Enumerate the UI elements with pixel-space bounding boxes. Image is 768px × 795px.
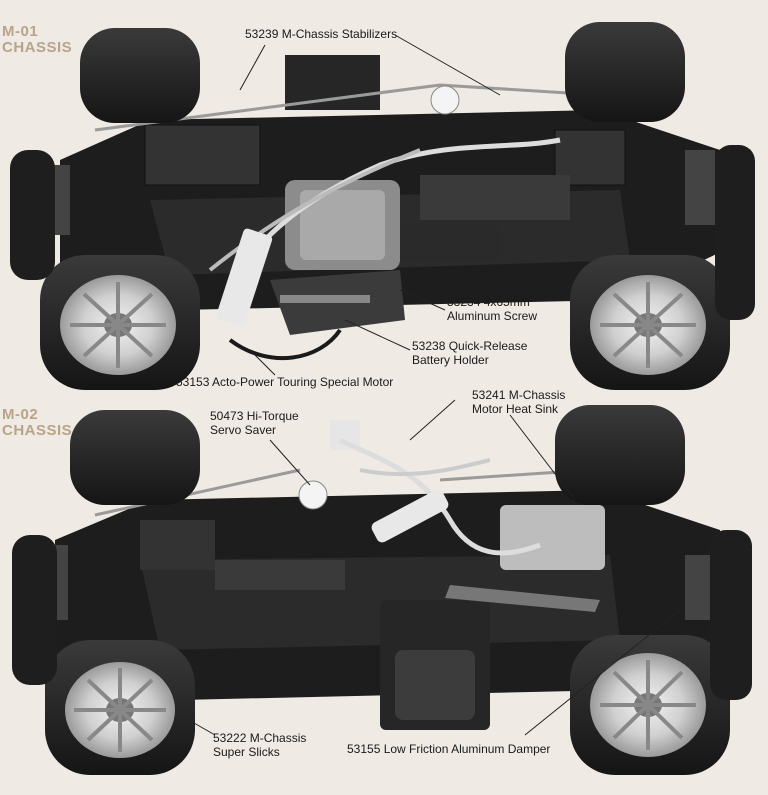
callout-battery-line1: 53238 Quick-Release (412, 339, 528, 353)
m02-rear-left-tire (555, 405, 685, 505)
m02-front-left-tire (70, 410, 200, 505)
m02-leader-lines (179, 399, 681, 736)
callout-stabilizers-text: 53239 M-Chassis Stabilizers (245, 27, 398, 41)
m01-title-line2: CHASSIS (2, 39, 73, 56)
m02-section-title: M-02 CHASSIS (2, 407, 72, 439)
callout-motor-text: 53153 Acto-Power Touring Special Motor (176, 375, 394, 389)
m01-front-right-wheel (40, 255, 200, 390)
callout-servo-line2: Servo Saver (210, 423, 277, 437)
callout-super-slicks: 53222 M-Chassis Super Slicks (213, 731, 306, 759)
m02-front-right-wheel (45, 640, 195, 775)
callout-battery-holder: 53238 Quick-Release Battery Holder (412, 339, 527, 367)
callout-aluminum-screw: 53234 4x65mm Aluminum Screw (447, 295, 537, 323)
callout-heatsink-line1: 53241 M-Chassis (472, 388, 566, 402)
m01-title-line1: M-01 (2, 23, 39, 40)
callout-battery-line2: Battery Holder (412, 353, 489, 367)
callout-slicks-line2: Super Slicks (213, 745, 280, 759)
callout-slicks-line1: 53222 M-Chassis (213, 731, 307, 745)
m01-section-title: M-01 CHASSIS (2, 24, 72, 56)
m01-rear-right-wheel (570, 255, 730, 390)
m02-rear-right-wheel (570, 635, 730, 775)
m01-leader-lines (239, 34, 501, 376)
m01-chassis-photo (10, 22, 755, 390)
callout-servo-saver: 50473 Hi-Torque Servo Saver (210, 409, 299, 437)
m02-title-line1: M-02 (2, 406, 39, 423)
callout-aluminum-damper: 53155 Low Friction Aluminum Damper (347, 742, 550, 756)
callout-screw-line1: 53234 4x65mm (447, 295, 530, 309)
m02-chassis-photo (12, 399, 752, 775)
callout-screw-line2: Aluminum Screw (447, 309, 538, 323)
m01-front-left-tire (80, 28, 200, 123)
callout-heatsink-line2: Motor Heat Sink (472, 402, 559, 416)
callout-motor: 53153 Acto-Power Touring Special Motor (176, 375, 393, 389)
m01-rear-left-tire (565, 22, 685, 122)
callout-damper-text: 53155 Low Friction Aluminum Damper (347, 742, 551, 756)
callout-motor-heat-sink: 53241 M-Chassis Motor Heat Sink (472, 388, 565, 416)
callout-stabilizers: 53239 M-Chassis Stabilizers (245, 27, 397, 41)
callout-servo-line1: 50473 Hi-Torque (210, 409, 299, 423)
m02-title-line2: CHASSIS (2, 422, 73, 439)
